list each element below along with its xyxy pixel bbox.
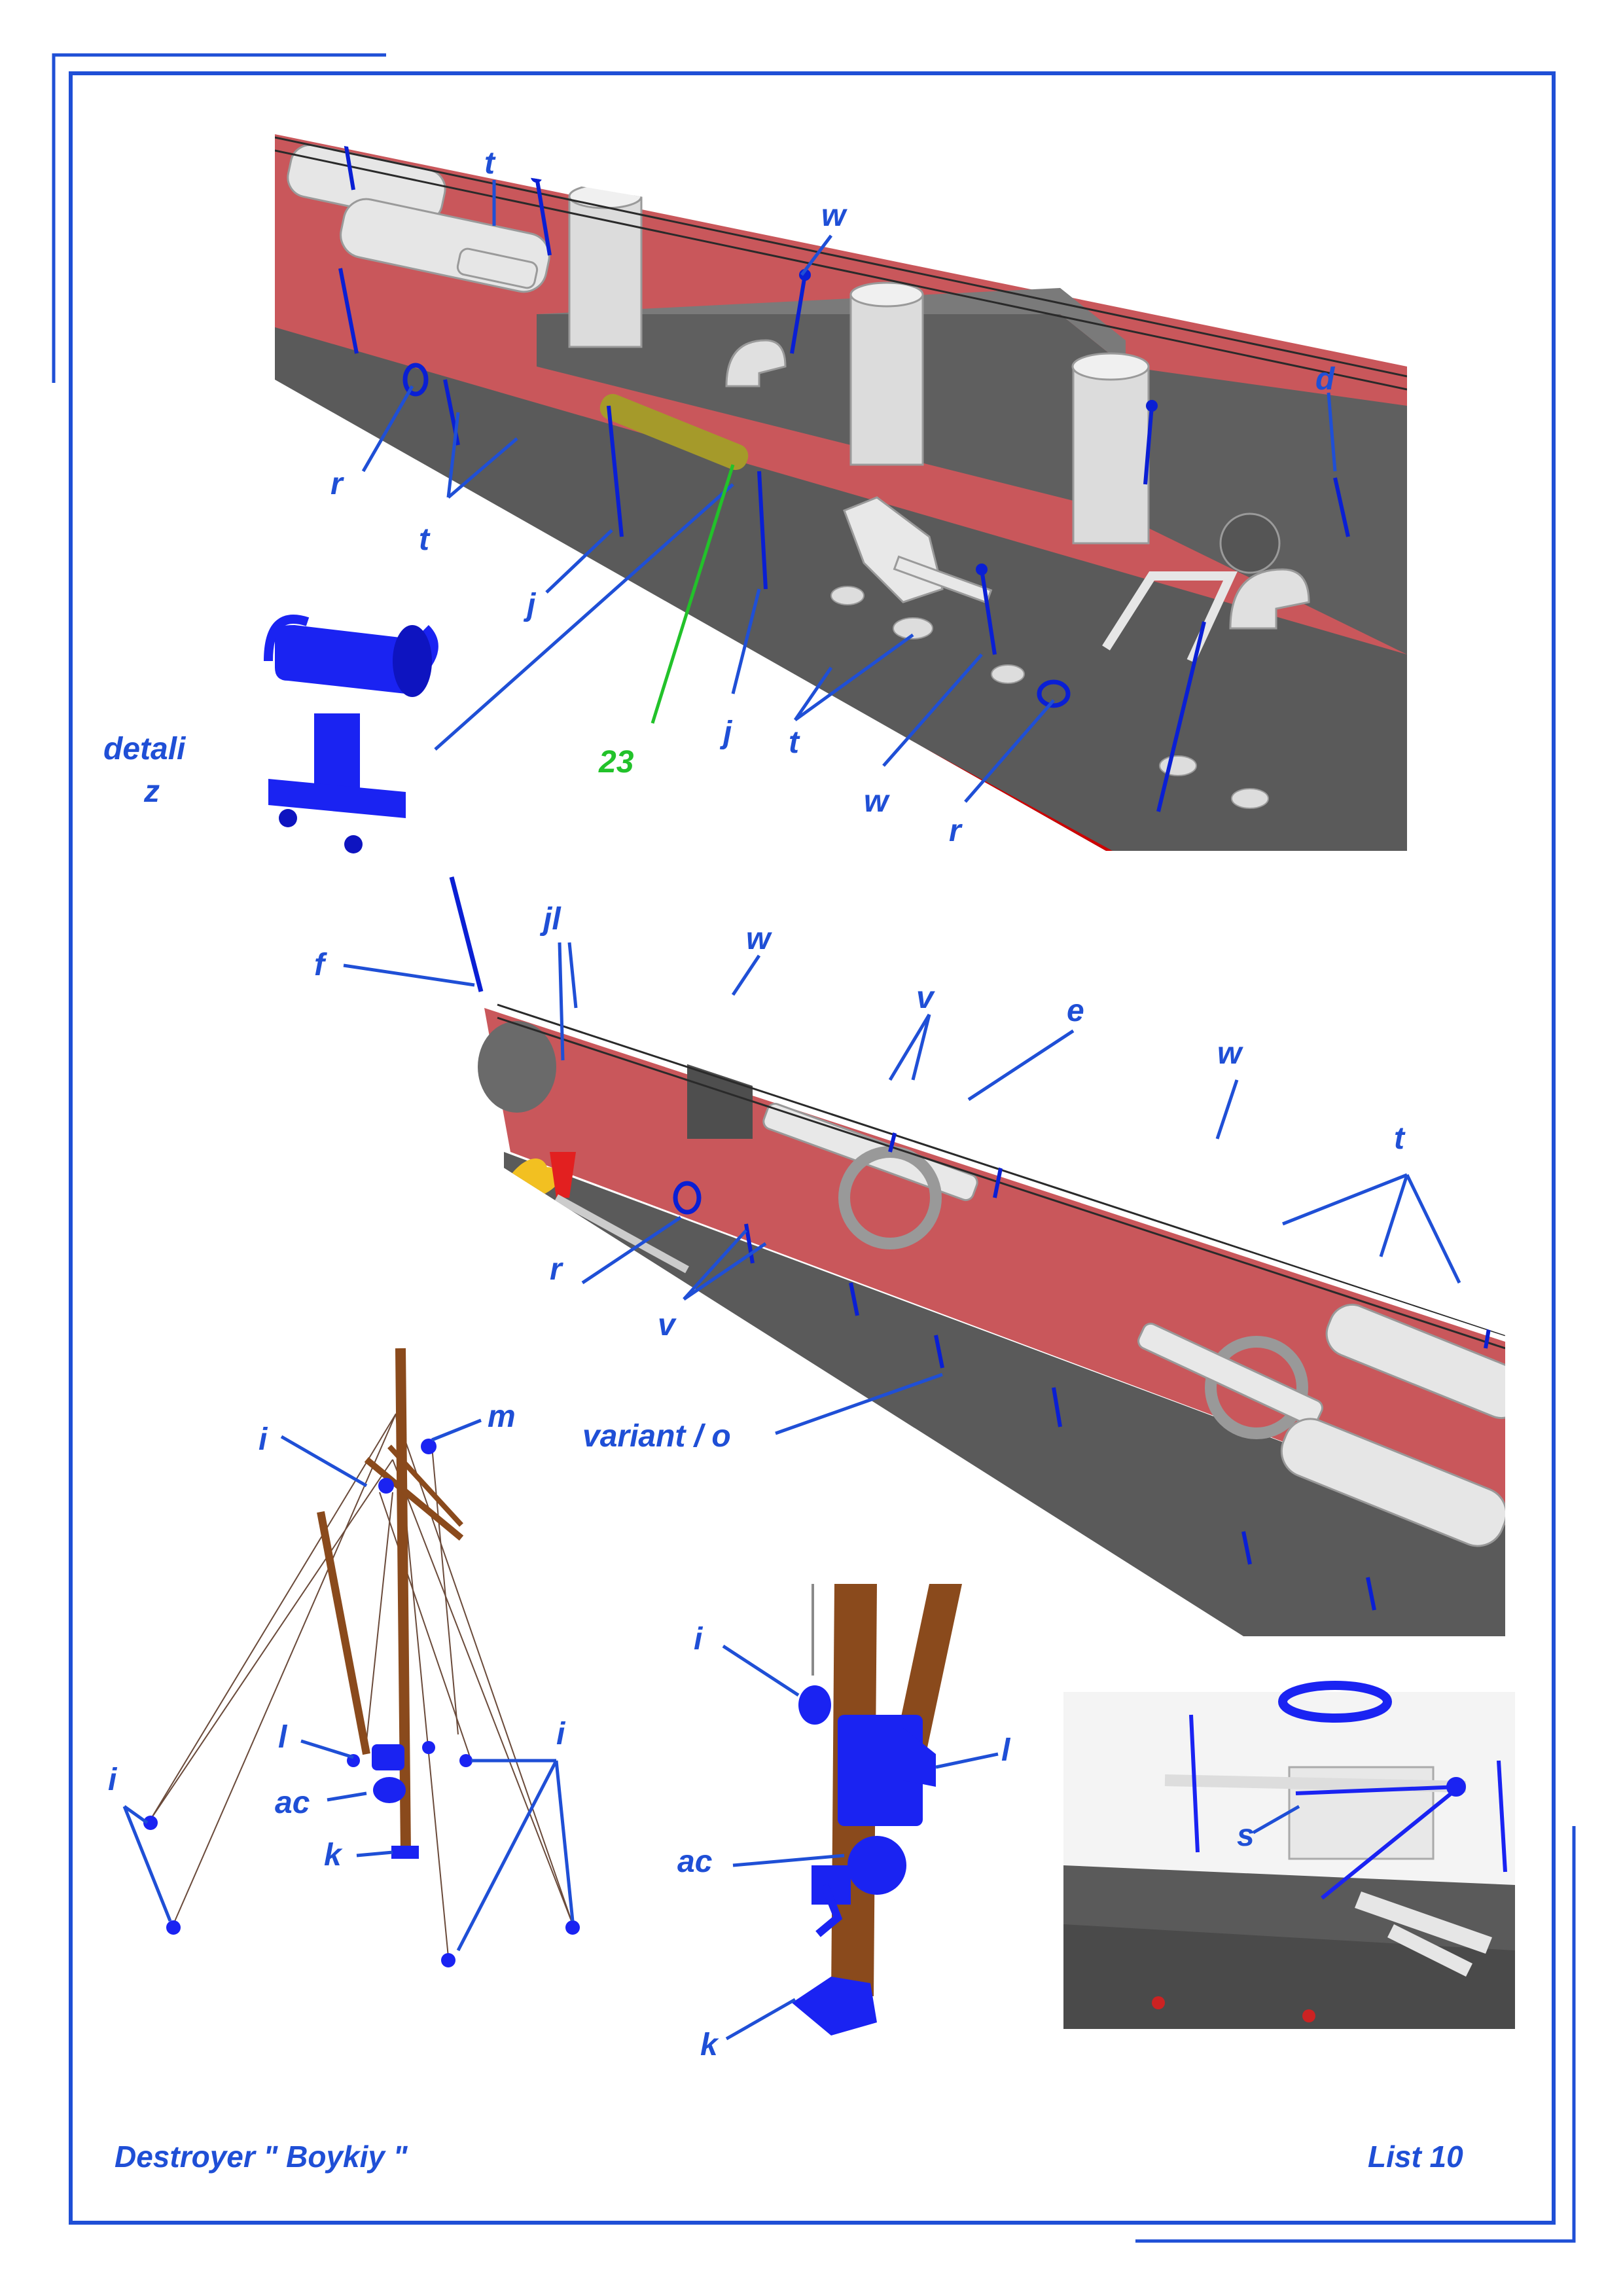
detail-z-searchlight — [264, 615, 438, 853]
label-w-top: w — [821, 198, 847, 233]
label-i-mast-top: i — [259, 1422, 268, 1457]
rigging-wires — [150, 1413, 573, 1958]
shaft — [554, 1194, 689, 1274]
label-detail-z: z — [143, 774, 160, 809]
life-rings — [402, 363, 1071, 708]
leaders-view-1 — [361, 180, 1337, 803]
torpedo-tube — [599, 393, 749, 471]
label-w-stern-right: w — [1217, 1036, 1243, 1071]
label-j-left: j — [523, 588, 537, 622]
hull-side — [275, 321, 1407, 851]
ventilators — [725, 339, 1310, 630]
stern-platform — [478, 1021, 556, 1113]
label-l-foot: l — [1001, 1733, 1011, 1768]
label-s: s — [1237, 1818, 1255, 1853]
stern-boat-lockers — [1280, 1304, 1505, 1547]
labels-view-2: jl w f v e w t r v variant / o — [314, 902, 1406, 1454]
leaders-view-3 — [122, 1418, 575, 1952]
boat-lockers — [287, 144, 550, 293]
label-v-top: v — [916, 980, 935, 1015]
label-i-mast-left: i — [108, 1763, 118, 1797]
inset-anchor — [1355, 1892, 1492, 1977]
label-k-foot: k — [700, 2028, 719, 2062]
view-5-inset: s — [1063, 1681, 1515, 2029]
label-m: m — [488, 1399, 516, 1434]
label-t-left: t — [419, 522, 431, 557]
label-t-stern: t — [1394, 1121, 1406, 1156]
label-part-23: 23 — [598, 745, 634, 780]
label-w-low: w — [864, 784, 890, 819]
view-3-mast-rigging: i m l ac k i i — [108, 1348, 580, 1967]
label-i-mast-right: i — [556, 1717, 566, 1751]
deckhouse — [537, 314, 1407, 655]
footer-sheet-number: List 10 — [1368, 2140, 1463, 2174]
deckhouse-aft — [687, 1047, 753, 1139]
view-1-amidships — [275, 134, 1407, 851]
ensign-staff — [449, 876, 484, 992]
label-r-low: r — [949, 814, 963, 848]
rudder — [550, 1152, 576, 1198]
label-r-left: r — [330, 467, 344, 501]
label-w-stern-top: w — [746, 922, 772, 956]
railing — [275, 136, 1407, 391]
label-t-top: t — [484, 146, 496, 181]
stern-hull-side — [504, 1152, 1505, 1636]
label-i-foot: i — [694, 1622, 704, 1657]
page-frame — [52, 53, 1576, 2243]
view-4-mast-foot: i l ac k — [677, 1584, 1011, 2062]
label-detail-title: detali — [103, 732, 187, 766]
label-ac-mast: ac — [275, 1785, 310, 1820]
label-t-mid: t — [789, 725, 800, 760]
bollards — [830, 586, 1269, 809]
mast-strut-left — [317, 1511, 370, 1755]
labels-view-3: i m l ac k i i — [108, 1399, 566, 1873]
label-k-mast: k — [324, 1838, 343, 1873]
label-r-stern: r — [550, 1252, 563, 1287]
label-d: d — [1315, 362, 1336, 397]
label-f: f — [314, 948, 327, 982]
inset-fittings — [1189, 1714, 1507, 1900]
label-v-bottom: v — [658, 1308, 677, 1342]
labels-view-1: t w d r t j 23 j t w r detali z — [103, 146, 1336, 848]
leaders-view-2 — [343, 942, 1461, 1435]
label-l-mast: l — [278, 1720, 288, 1755]
footer-title: Destroyer " Boykiy " — [115, 2140, 408, 2174]
label-variant-o: variant / o — [582, 1419, 731, 1454]
mast-fittings — [143, 1439, 580, 1967]
label-jl: jl — [539, 902, 562, 937]
mast-strut-top — [364, 1457, 464, 1541]
mast-foot-fittings — [792, 1685, 936, 2036]
label-j-mid: j — [719, 715, 733, 750]
leaders-view-4 — [722, 1644, 999, 2041]
labels-view-4: i l ac k — [677, 1622, 1011, 2062]
main-mast — [395, 1348, 411, 1853]
deck-gun — [843, 496, 993, 604]
gantry — [1102, 571, 1238, 663]
label-ac-foot: ac — [677, 1844, 712, 1879]
label-e: e — [1067, 994, 1084, 1028]
